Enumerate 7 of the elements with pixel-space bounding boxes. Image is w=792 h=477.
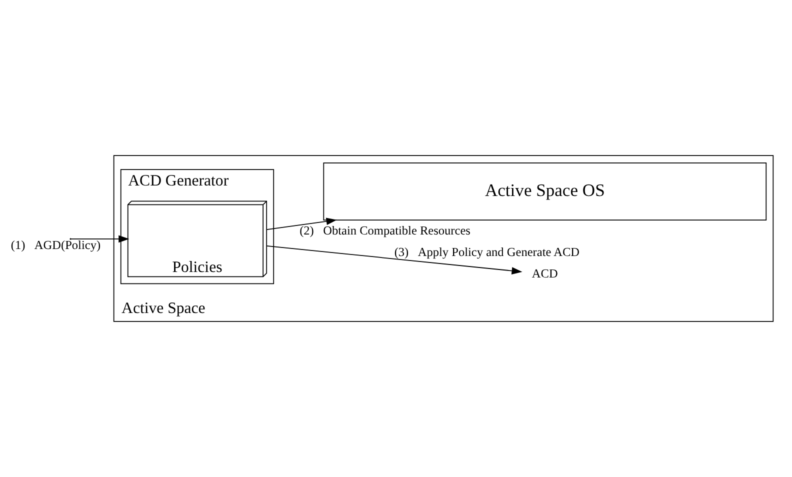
edge-label: (3) Apply Policy and Generate ACD bbox=[394, 244, 580, 259]
arrow bbox=[266, 218, 337, 230]
edge-label: (2) Obtain Compatible Resources bbox=[300, 224, 470, 238]
edge-label: (1) AGD(Policy) bbox=[10, 238, 101, 252]
node-box: Active Space OS bbox=[323, 162, 767, 220]
arrow bbox=[266, 245, 522, 274]
node-text: ACD bbox=[532, 266, 558, 280]
